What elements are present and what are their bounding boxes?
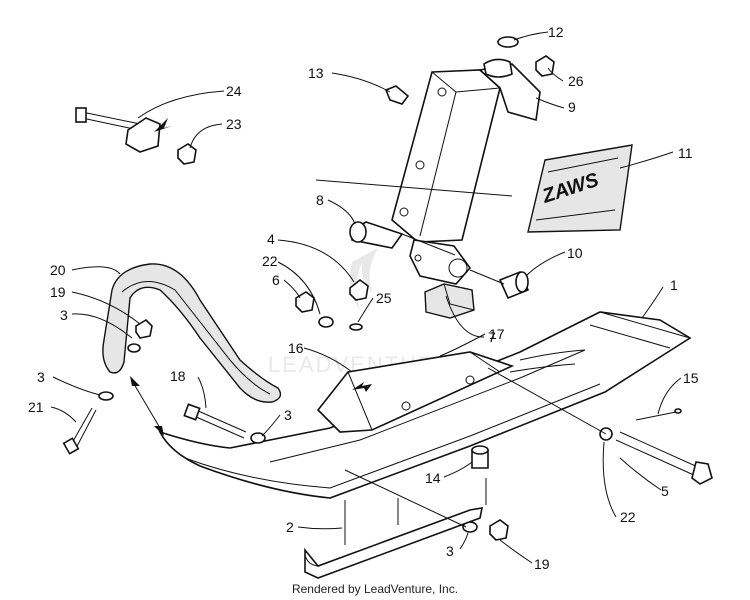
callout-4: 4 [267, 231, 275, 247]
callout-5: 5 [661, 483, 669, 499]
callout-19-upper: 19 [50, 284, 66, 300]
callout-3-left: 3 [37, 369, 45, 385]
callout-6: 6 [272, 272, 280, 288]
callout-22-left: 22 [262, 253, 278, 269]
callout-numbers: 1 2 3 3 3 3 4 5 6 7 8 9 10 11 12 13 14 1… [28, 24, 699, 572]
callout-3-bottom: 3 [446, 543, 454, 559]
callout-3-mid: 3 [284, 407, 292, 423]
callout-2: 2 [286, 519, 294, 535]
ski-handle [102, 263, 282, 403]
callout-9: 9 [568, 99, 576, 115]
ski-runner [304, 478, 487, 579]
callout-leaders [50, 31, 682, 564]
decal: ZAWS [527, 144, 633, 233]
bushing-10 [498, 270, 530, 300]
spindle-lower [409, 239, 472, 285]
callout-23: 23 [226, 116, 242, 132]
wear-block-7 [424, 283, 475, 319]
callout-26: 26 [568, 73, 584, 89]
callout-7: 7 [488, 329, 496, 345]
callout-10: 10 [567, 245, 583, 261]
spindle-mount [316, 351, 515, 433]
callout-12: 12 [548, 24, 564, 40]
footer-credit: Rendered by LeadVenture, Inc. [291, 582, 459, 596]
bushing-8 [349, 221, 404, 249]
callout-14: 14 [425, 470, 441, 486]
callout-11: 11 [678, 145, 693, 161]
spindle-housing [391, 58, 541, 243]
callout-17: 17 [489, 326, 505, 342]
callout-25: 25 [376, 290, 392, 306]
callout-18: 18 [170, 368, 186, 384]
callout-19-bottom: 19 [534, 556, 550, 572]
callout-24: 24 [226, 83, 242, 99]
callout-22-right: 22 [620, 509, 636, 525]
callout-3-upper: 3 [60, 307, 68, 323]
callout-21: 21 [28, 399, 44, 415]
callout-13: 13 [308, 65, 324, 81]
callout-1: 1 [670, 277, 678, 293]
assembly-arrow [130, 376, 164, 436]
callout-20: 20 [50, 262, 66, 278]
callout-8: 8 [316, 192, 324, 208]
callout-15: 15 [683, 370, 699, 386]
callout-16: 16 [288, 340, 304, 356]
hardware [62, 36, 713, 541]
leader-lines [315, 179, 607, 528]
